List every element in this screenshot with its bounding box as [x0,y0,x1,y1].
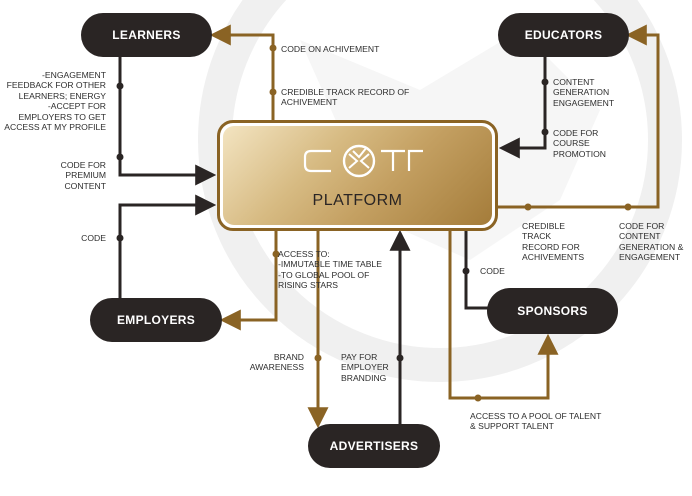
dot-access-to [272,250,280,258]
node-educators: EDUCATORS [498,13,629,57]
dot-credible-right [524,203,532,211]
arrow-learners-to-platform [118,57,217,186]
arrow-platform-to-employers [219,231,278,331]
dot-code-premium [116,153,124,161]
dot-code-content [624,203,632,211]
arrow-platform-to-sponsors [448,231,559,400]
label-content-generation: CONTENT GENERATION ENGAGEMENT [553,77,615,108]
arrow-employers-to-platform [118,194,217,298]
arrow-platform-to-learners [209,24,275,120]
arrow-educators-to-platform [498,57,547,159]
dot-code-employers [116,234,124,242]
label-code-for-content: CODE FOR CONTENT GENERATION & ENGAGEMENT [619,221,684,263]
label-brand-awareness: BRAND AWARENESS [249,352,304,373]
node-learners: LEARNERS [81,13,212,57]
dot-access-pool [474,394,482,402]
label-code-for-premium: CODE FOR PREMIUM CONTENT [60,160,106,191]
platform-label: PLATFORM [312,192,403,209]
label-access-to: ACCESS TO: -IMMUTABLE TIME TABLE -TO GLO… [278,249,382,291]
dot-credible-track-top [269,88,277,96]
dot-code-sponsors [462,267,470,275]
label-code-on-achivement: CODE ON ACHIVEMENT [281,44,380,54]
label-credible-track-record-top: CREDIBLE TRACK RECORD OF ACHIVEMENT [281,87,410,108]
watermark-ring [198,0,682,382]
label-code-sponsors: CODE [480,266,505,276]
label-access-pool: ACCESS TO A POOL OF TALENT & SUPPORT TAL… [470,411,602,432]
label-code-for-course: CODE FOR COURSE PROMOTION [553,128,606,159]
dot-pay-employer [396,354,404,362]
label-credible-track-record-right: CREDIBLE TRACK RECORD FOR ACHIVEMENTS [522,221,585,263]
dot-brand-awareness [314,354,322,362]
dot-content-generation [541,78,549,86]
node-advertisers: ADVERTISERS [308,424,440,468]
platform-box: PLATFORM [217,120,498,231]
label-pay-for-employer: PAY FOR EMPLOYER BRANDING [341,352,389,383]
dot-learners-engagement [116,82,124,90]
dot-code-course [541,128,549,136]
arrow-sponsors-to-platform [464,231,490,310]
cotr-logo [303,144,423,178]
dot-code-on-achivement [269,44,277,52]
node-sponsors: SPONSORS [487,288,618,334]
label-learners-engagement: -ENGAGEMENT FEEDBACK FOR OTHER LEARNERS;… [4,70,106,133]
node-employers: EMPLOYERS [90,298,222,342]
label-code-employers: CODE [81,233,106,243]
platform-inner: PLATFORM [223,126,492,225]
arrow-platform-to-educators [498,24,660,209]
